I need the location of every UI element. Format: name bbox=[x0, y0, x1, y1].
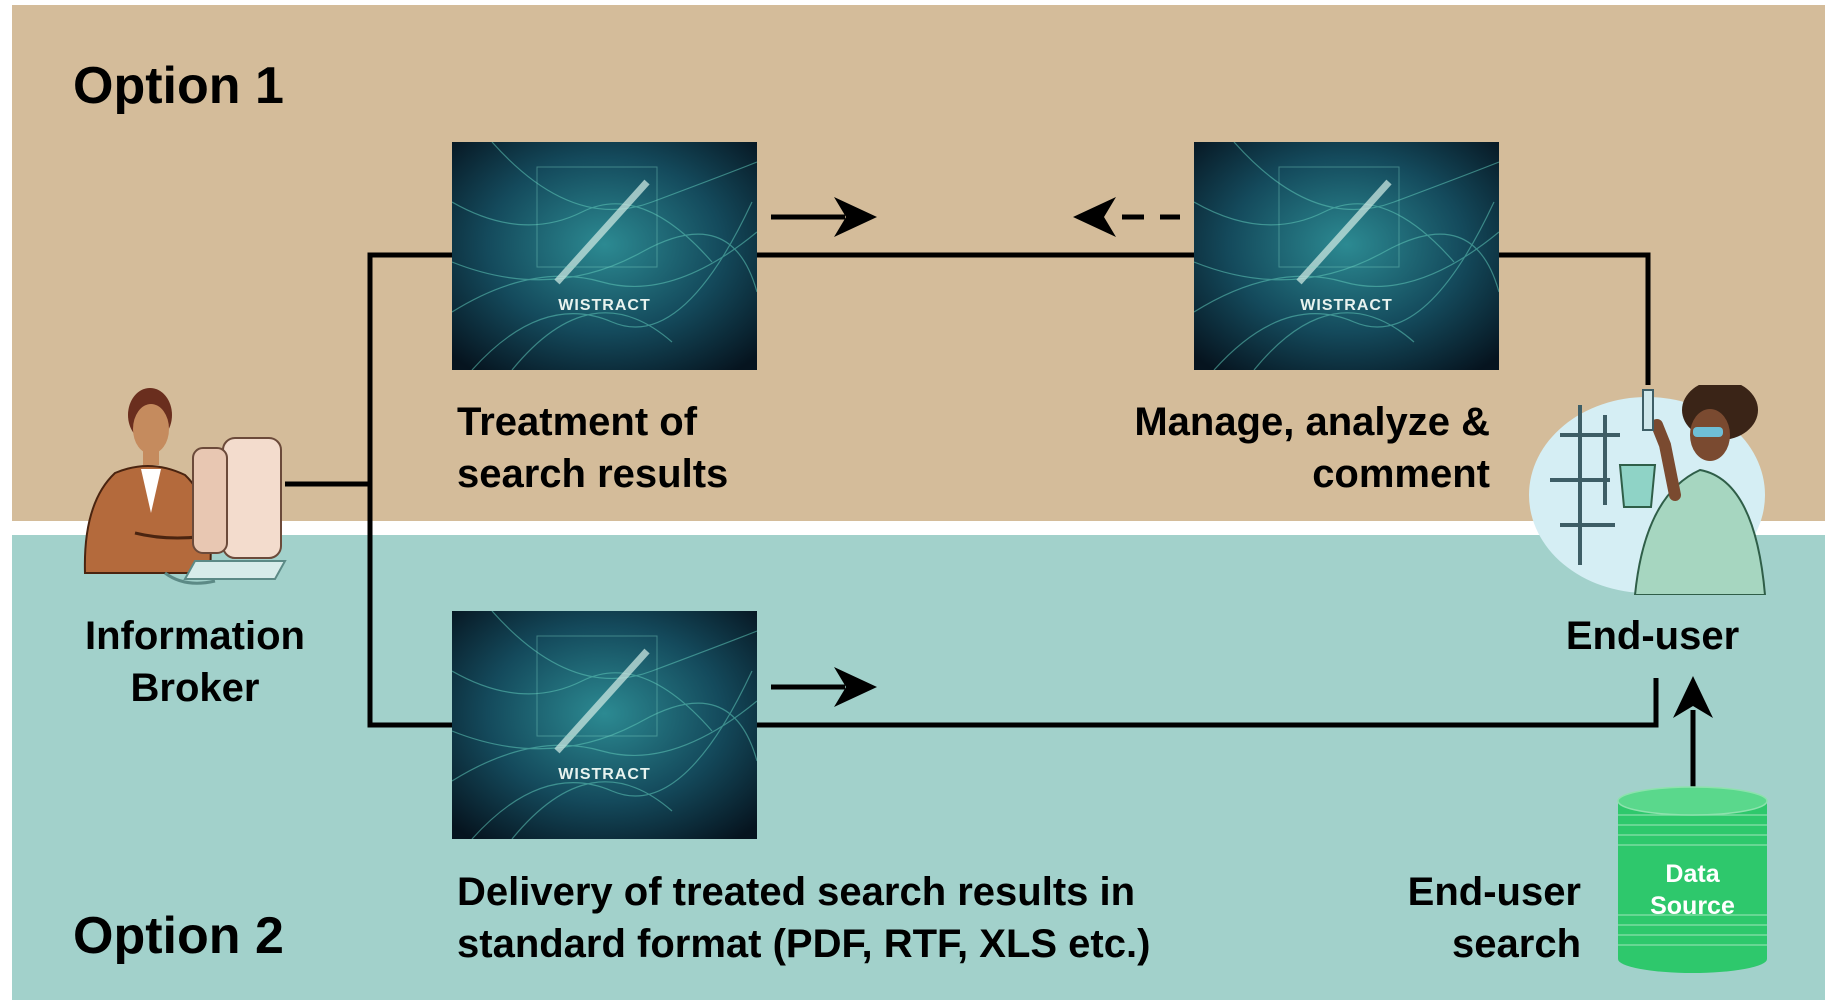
delivery-caption: Delivery of treated search results in st… bbox=[457, 870, 1151, 966]
broker-caption: Information Broker bbox=[85, 614, 305, 710]
information-broker-icon bbox=[83, 388, 287, 585]
option-1-label: Option 1 bbox=[73, 57, 284, 115]
thumbnail-brand: WISTRACT bbox=[1300, 297, 1393, 314]
forward-arrow-head bbox=[834, 197, 877, 237]
treatment-caption: Treatment of search results bbox=[457, 400, 729, 496]
end-user-icon bbox=[1529, 385, 1767, 595]
end-user-caption: End-user bbox=[1565, 614, 1740, 658]
search-arrow-head bbox=[1673, 676, 1713, 718]
treatment-screenshot: WISTRACT bbox=[452, 142, 757, 370]
option-1-band bbox=[12, 5, 1825, 521]
option-2-band bbox=[12, 535, 1825, 1000]
end-user-link-top bbox=[1498, 252, 1651, 385]
data-source-icon bbox=[1617, 786, 1768, 973]
broker-branch-line bbox=[367, 252, 452, 728]
data-source-label-line-1: Data bbox=[1665, 860, 1720, 888]
thumbnail-brand: WISTRACT bbox=[558, 766, 651, 783]
option-2-label: Option 2 bbox=[73, 907, 284, 965]
option-2-link-line bbox=[757, 678, 1659, 728]
data-source-label: Data Source bbox=[1615, 858, 1770, 922]
delivery-screenshot: WISTRACT bbox=[452, 611, 757, 839]
manage-screenshot: WISTRACT bbox=[1194, 142, 1499, 370]
thumbnail-brand: WISTRACT bbox=[558, 297, 651, 314]
end-user-search-caption: End-user search bbox=[1407, 870, 1581, 966]
manage-caption: Manage, analyze & comment bbox=[1134, 400, 1490, 496]
delivery-arrow-head bbox=[834, 667, 877, 707]
data-source-label-line-2: Source bbox=[1650, 892, 1735, 920]
feedback-arrow-head bbox=[1073, 197, 1116, 237]
